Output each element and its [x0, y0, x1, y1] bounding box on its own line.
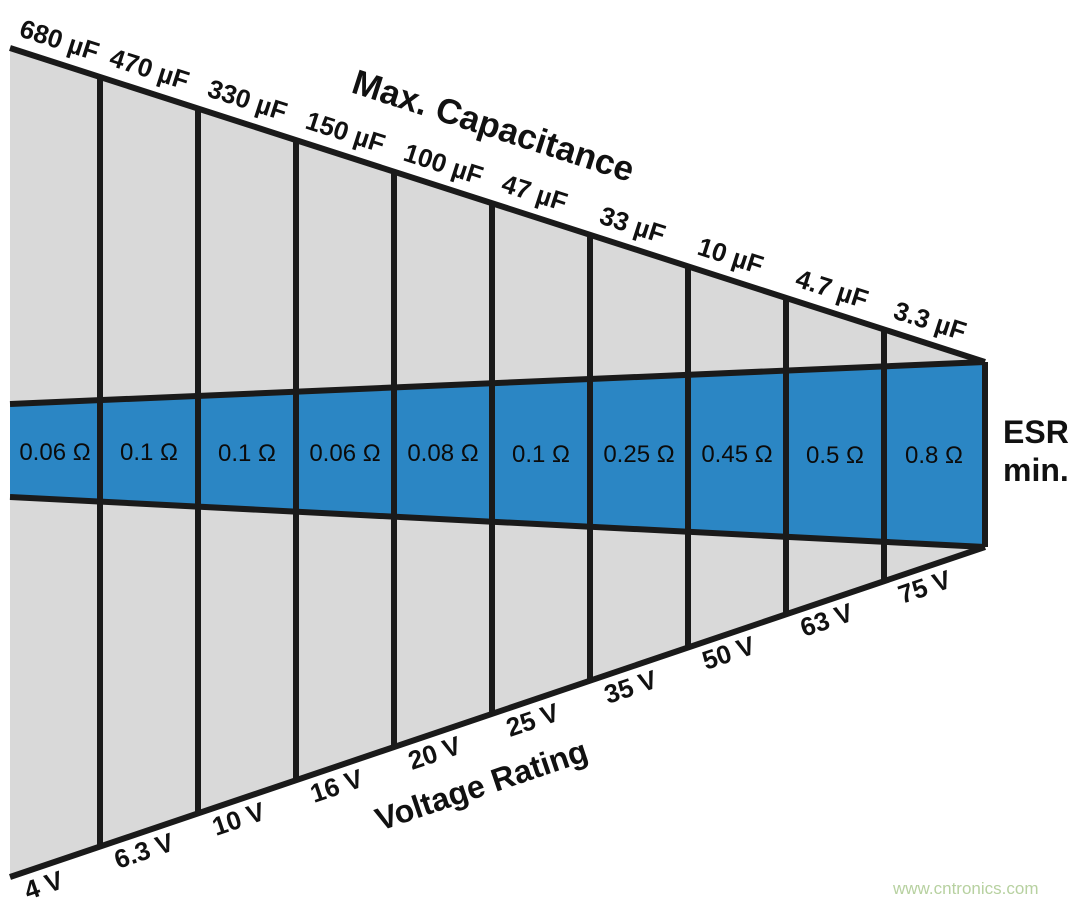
watermark: www.cntronics.com [892, 879, 1038, 898]
esr-min-label-line1: ESR [1003, 414, 1069, 450]
esr-value-label: 0.8 Ω [905, 442, 963, 469]
esr-band [10, 362, 985, 547]
esr-value-label: 0.25 Ω [603, 441, 674, 468]
bottom-edge-line [9, 544, 986, 880]
band-top-border [9, 359, 986, 407]
esr-min-label-line2: min. [1003, 452, 1069, 488]
esr-value-label: 0.1 Ω [512, 441, 570, 468]
esr-value-label: 0.06 Ω [309, 440, 380, 467]
esr-value-label: 0.1 Ω [218, 440, 276, 467]
esr-value-label: 0.08 Ω [407, 440, 478, 467]
esr-value-label: 0.1 Ω [120, 439, 178, 466]
esr-value-label: 0.45 Ω [701, 441, 772, 468]
esr-value-label: 0.06 Ω [19, 439, 90, 466]
top-edge-line [9, 45, 986, 365]
esr-value-label: 0.5 Ω [806, 442, 864, 469]
band-bottom-border [9, 494, 986, 550]
